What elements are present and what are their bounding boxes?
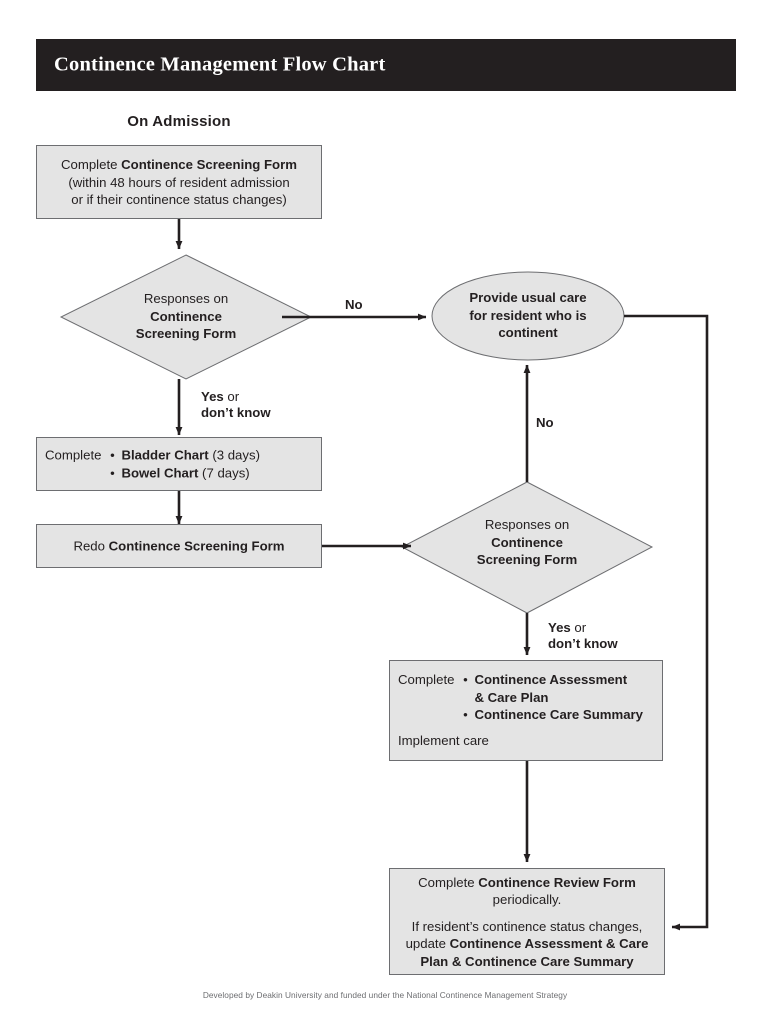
screening-box-line1-lead: Complete <box>61 156 122 172</box>
usual-care-line3: continent <box>498 325 558 340</box>
review-box-p2-line2-bold: Continence Assessment & Care <box>449 935 649 951</box>
charts-box-item2-bold: Bowel Chart <box>121 465 199 480</box>
decision-two-text: Responses on Continence Screening Form <box>402 516 652 569</box>
edge-label-decision2-no: No <box>536 415 554 430</box>
redo-box: Redo Continence Screening Form <box>36 524 322 568</box>
decision-two-line3: Screening Form <box>476 552 578 567</box>
charts-box-bullet-1: • <box>110 447 115 463</box>
decision-one-line3: Screening Form <box>135 326 237 341</box>
edge-label-decision2-yes-line2: don’t know <box>548 636 618 651</box>
usual-care-text: Provide usual care for resident who is c… <box>432 289 624 342</box>
review-box-p1-bold: Continence Review Form <box>478 874 636 890</box>
assessment-box-footer: Implement care <box>398 732 489 748</box>
review-box-p1-lead: Complete <box>418 874 479 890</box>
charts-box-item2-reg: (7 days) <box>198 465 250 480</box>
review-box-p1-tail: periodically. <box>492 891 562 907</box>
decision-one-text: Responses on Continence Screening Form <box>61 290 311 343</box>
edge-label-decision1-yes-bold: Yes <box>201 389 224 404</box>
charts-box: Complete • Bladder Chart (3 days) Comple… <box>36 437 322 491</box>
usual-care-line2: for resident who is <box>469 307 587 323</box>
review-box: Complete Continence Review Form periodic… <box>389 868 665 975</box>
assessment-box-item1-line1: Continence Assessment <box>474 672 628 687</box>
edge-label-decision1-yes-reg: or <box>223 389 240 404</box>
edge-label-decision2-yes-bold: Yes <box>548 620 571 635</box>
review-box-p2-line1: If resident’s continence status changes, <box>411 918 643 934</box>
charts-box-item1-reg: (3 days) <box>208 447 260 463</box>
on-admission-label: On Admission <box>127 113 231 130</box>
redo-box-lead: Redo <box>73 538 109 554</box>
edge-ellipse-to-review <box>624 314 709 931</box>
review-box-p2-line2-lead: update <box>405 935 450 951</box>
screening-box-line2: (within 48 hours of resident admission <box>68 174 290 190</box>
edge-label-decision2-yes-reg: or <box>570 620 587 635</box>
edge-label-decision1-no: No <box>345 297 363 312</box>
screening-box-line1-bold: Continence Screening Form <box>121 156 297 172</box>
decision-one-line1: Responses on <box>143 291 229 306</box>
usual-care-line1: Provide usual care <box>469 290 587 305</box>
decision-one-line2: Continence <box>150 308 222 324</box>
edge-label-decision1-yes-line2: don’t know <box>201 405 271 420</box>
charts-box-item1-bold: Bladder Chart <box>121 447 209 463</box>
redo-box-bold: Continence Screening Form <box>108 538 285 554</box>
review-box-p2-line3-bold: Plan & Continence Care Summary <box>420 953 634 969</box>
page-title: Continence Management Flow Chart <box>54 53 386 76</box>
footer-credit: Developed by Deakin University and funde… <box>202 990 568 1000</box>
document-title-bar: Continence Management Flow Chart <box>36 39 736 91</box>
charts-box-bullet-2: • <box>110 465 115 480</box>
edge-label-decision1-yes: Yes or don’t know <box>201 389 271 421</box>
assessment-box-lead: Complete <box>398 672 455 687</box>
assessment-box-bullet-1: • <box>463 672 468 687</box>
edge-label-decision2-yes: Yes or don’t know <box>548 620 618 652</box>
decision-two-line1: Responses on <box>484 517 570 532</box>
assessment-box-item1-line2: & Care Plan <box>474 689 549 705</box>
assessment-box-bullet-2: • <box>463 707 468 722</box>
decision-two-line2: Continence <box>491 534 563 550</box>
review-box-spacer <box>398 908 656 917</box>
charts-box-lead: Complete <box>45 447 102 463</box>
assessment-box: Complete • Continence Assessment & Care … <box>389 660 663 761</box>
screening-box-line3: or if their continence status changes) <box>71 191 287 207</box>
screening-form-box: Complete Continence Screening Form (with… <box>36 145 322 219</box>
assessment-box-item2-line1: Continence Care Summary <box>474 707 644 722</box>
